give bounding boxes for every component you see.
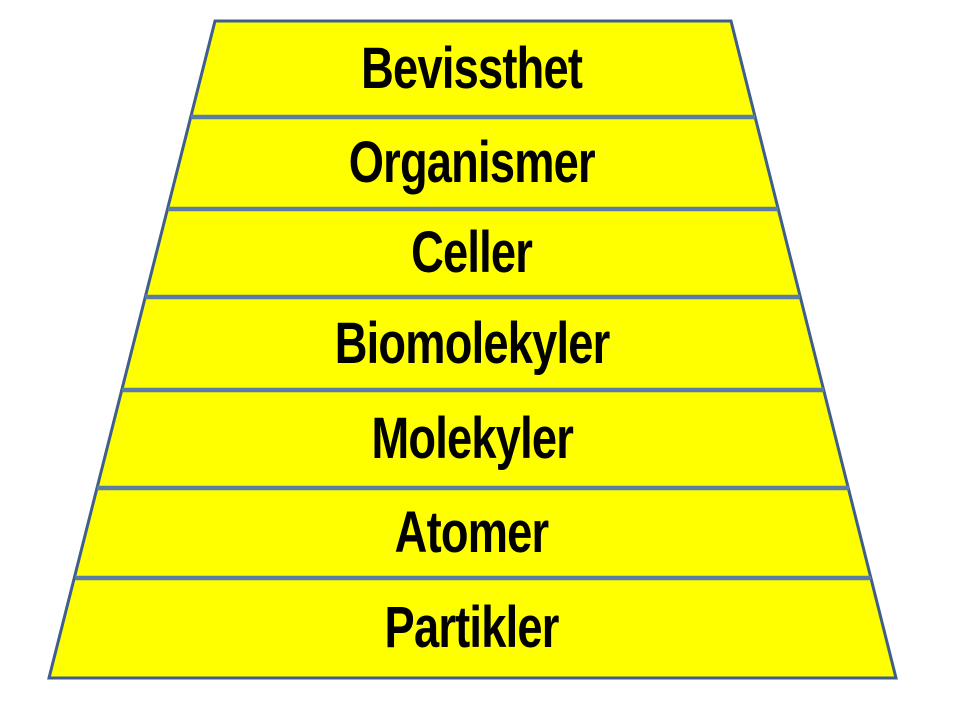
pyramid-outline: [47, 19, 898, 680]
